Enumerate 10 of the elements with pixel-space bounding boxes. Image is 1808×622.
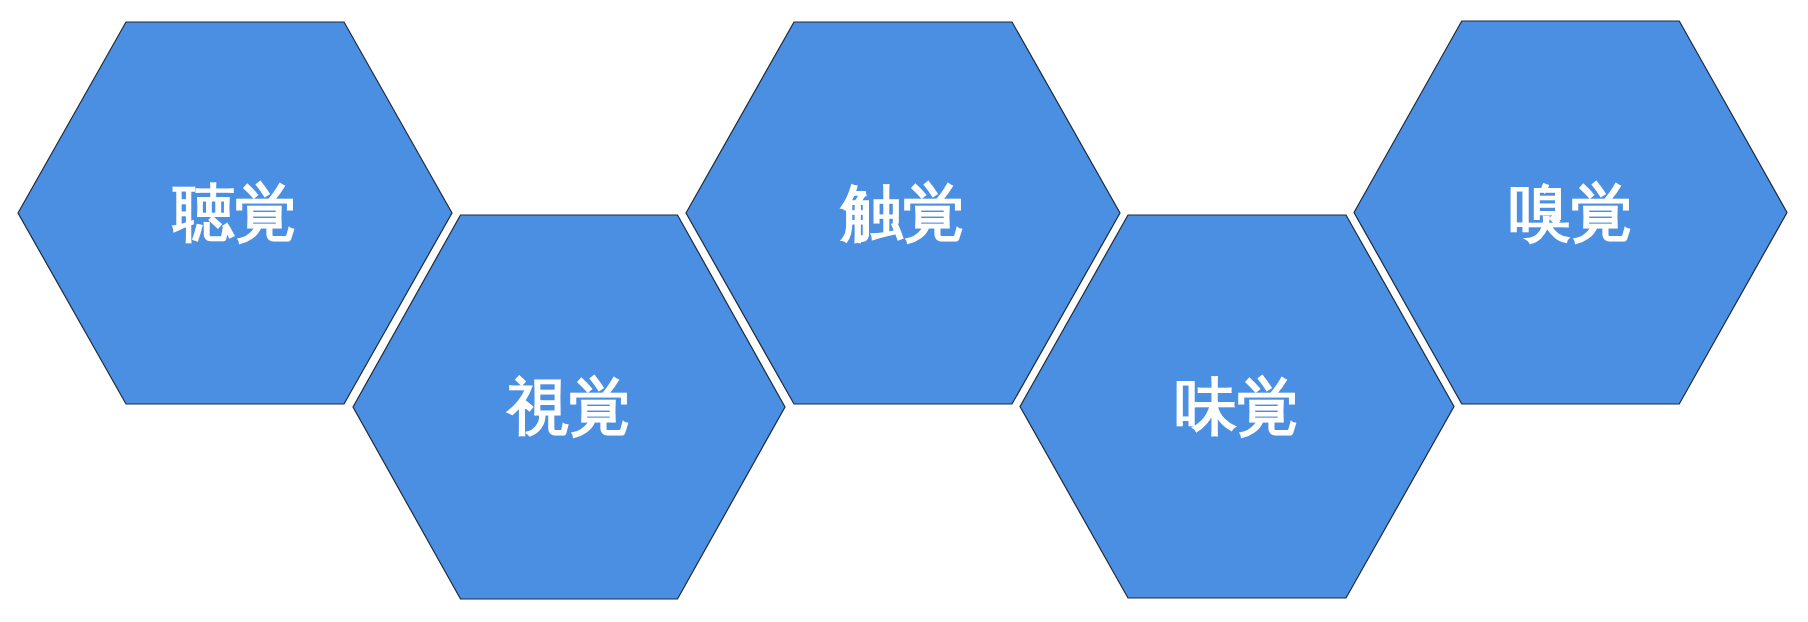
hexagon-node bbox=[685, 21, 1121, 405]
node-label: 聴覚 bbox=[173, 175, 297, 251]
hexagon-node bbox=[1353, 20, 1788, 405]
node-label: 味覚 bbox=[1175, 369, 1299, 444]
node-label: 嗅覚 bbox=[1508, 175, 1633, 250]
node-label: 視覚 bbox=[507, 369, 631, 445]
hexagon-node bbox=[1019, 214, 1455, 599]
hexagon-node bbox=[352, 214, 786, 600]
node-label: 触覚 bbox=[841, 175, 965, 251]
hexagon-node bbox=[17, 21, 453, 405]
